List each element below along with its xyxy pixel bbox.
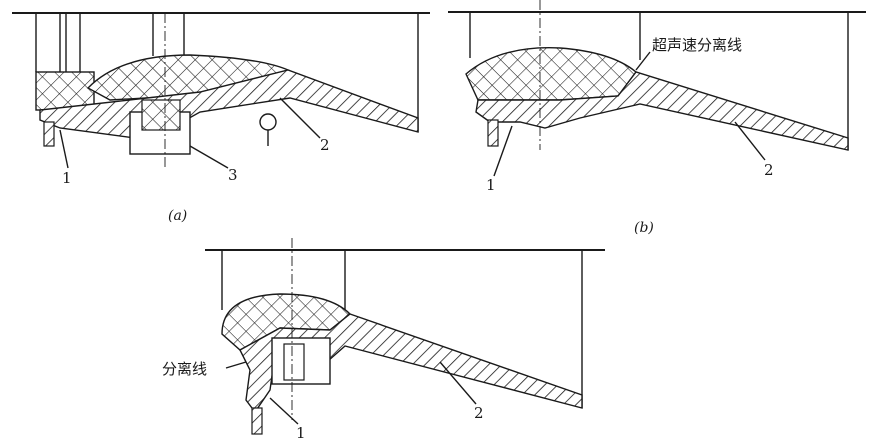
flange-bolt — [43, 121, 55, 147]
panel-a: 1 3 2 (a) — [12, 12, 430, 224]
flange-bolt-c — [251, 407, 263, 435]
flange-bolt-b — [487, 119, 499, 147]
nozzle-insert-b — [465, 47, 637, 101]
panel-c-part1-label: 1 — [296, 424, 306, 442]
supersonic-separation-line-label: 超声速分离线 — [652, 36, 742, 54]
separation-line-label: 分离线 — [162, 360, 207, 378]
pin-joint — [259, 113, 277, 131]
panel-a-part1-label: 1 — [62, 169, 72, 187]
housing-block — [35, 71, 95, 111]
panel-b-caption: (b) — [634, 220, 654, 236]
panel-b-part2-label: 2 — [764, 161, 774, 179]
seal-core — [141, 99, 181, 131]
seal-core-c — [283, 343, 305, 381]
panel-a-caption: (a) — [168, 208, 187, 224]
panel-b: 超声速分离线 1 2 (b) — [448, 0, 866, 236]
panel-a-part2-label: 2 — [320, 136, 330, 154]
panel-b-part1-label: 1 — [486, 176, 496, 194]
panel-c-part2-label: 2 — [474, 404, 484, 422]
panel-a-part3-label: 3 — [228, 166, 238, 184]
panel-c: 分离线 1 2 — [162, 238, 605, 442]
